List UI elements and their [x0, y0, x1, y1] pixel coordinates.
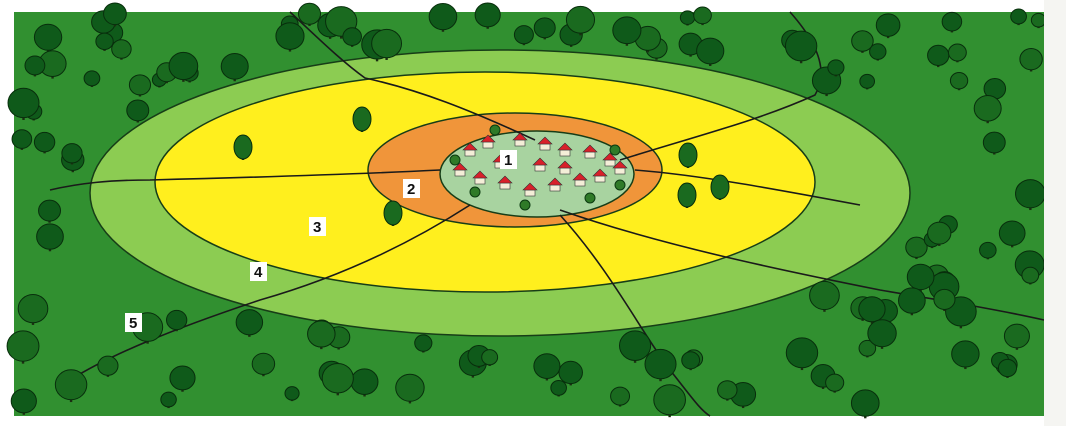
zone-label-3-text: 3 — [313, 219, 321, 236]
tree-icon — [520, 200, 530, 210]
tree-icon — [711, 175, 729, 200]
tree-icon — [470, 187, 480, 197]
page-edge — [1044, 0, 1066, 426]
tree-icon — [615, 180, 625, 190]
tree-icon — [610, 145, 620, 155]
zone-label-5: 5 — [125, 313, 142, 332]
tree-icon — [678, 183, 696, 208]
zone-label-1: 1 — [500, 150, 517, 169]
zone-label-2: 2 — [403, 179, 420, 198]
zone-label-5-text: 5 — [129, 315, 137, 332]
tree-icon — [384, 201, 402, 226]
zone-label-1-text: 1 — [504, 152, 512, 169]
zone-label-3: 3 — [309, 217, 326, 236]
tree-icon — [679, 143, 697, 168]
zone-label-4: 4 — [250, 262, 267, 281]
tree-icon — [585, 193, 595, 203]
tree-icon — [450, 155, 460, 165]
tree-icon — [234, 135, 252, 160]
tree-icon — [490, 125, 500, 135]
tree-icon — [353, 107, 371, 132]
zone-label-4-text: 4 — [254, 264, 263, 281]
zone-label-2-text: 2 — [407, 181, 415, 198]
